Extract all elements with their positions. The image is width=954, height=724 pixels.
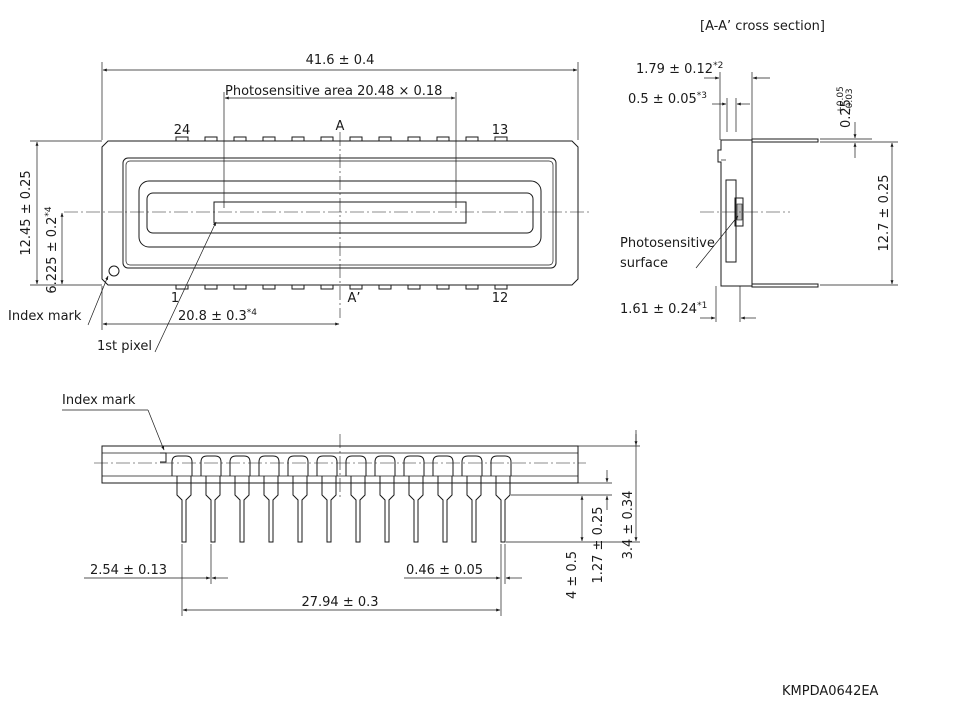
surface-label-line1: Photosensitive — [620, 236, 715, 251]
cross-dim-c-note: *1 — [697, 301, 707, 311]
cross-dim-c-label: 1.61 ± 0.24 — [620, 302, 697, 317]
side-view: Index mark — [62, 393, 640, 616]
section-title: [A-A’ cross section] — [700, 19, 825, 34]
svg-text:1.61 ± 0.24*1: 1.61 ± 0.24*1 — [620, 301, 707, 317]
cross-dim-a-label: 1.79 ± 0.12 — [636, 62, 713, 77]
lead-length-label: 4 ± 0.5 — [565, 551, 580, 599]
pin-24-label: 24 — [174, 123, 191, 138]
bottom-lead — [751, 283, 819, 288]
bottom-pins — [175, 284, 508, 290]
window-frame — [122, 157, 557, 269]
side-leads — [171, 455, 512, 543]
svg-text:20.8 ± 0.3*4: 20.8 ± 0.3*4 — [178, 308, 257, 324]
center-height-label: 6.225 ± 0.2 — [45, 217, 60, 294]
pin-13-label: 13 — [492, 123, 509, 138]
surface-label-line2: surface — [620, 256, 668, 271]
dim-127-label: 1.27 ± 0.25 — [591, 506, 606, 583]
center-width-note: *4 — [247, 308, 258, 318]
overall-height-label: 12.45 ± 0.25 — [19, 170, 34, 255]
document-id: KMPDA0642EA — [782, 684, 879, 699]
cross-dim-a-note: *2 — [713, 61, 723, 71]
top-pins — [175, 136, 508, 142]
cross-height-label: 12.7 ± 0.25 — [877, 174, 892, 251]
lead-thickness-minus: -0.03 — [845, 88, 855, 111]
cross-dim-b-note: *3 — [697, 91, 707, 101]
top-view: 41.6 ± 0.4 Photosensitive area 20.48 × 0… — [8, 53, 590, 354]
glass-window — [725, 179, 737, 263]
pin-span-label: 27.94 ± 0.3 — [301, 595, 378, 610]
lead-width-label: 0.46 ± 0.05 — [406, 563, 483, 578]
lead-thickness-base: 0.25 — [839, 99, 854, 128]
pin-12-label: 12 — [492, 291, 509, 306]
svg-text:1.79 ± 0.12*2: 1.79 ± 0.12*2 — [636, 61, 723, 77]
side-index-mark-label: Index mark — [62, 393, 136, 408]
photosensitive-area-label: Photosensitive area 20.48 × 0.18 — [225, 84, 442, 99]
section-mark-a: A — [336, 119, 345, 134]
index-mark-label: Index mark — [8, 309, 82, 324]
top-lead — [751, 138, 819, 143]
section-mark-a-prime: A’ — [347, 291, 360, 306]
cross-dim-b-label: 0.5 ± 0.05 — [628, 92, 697, 107]
dim-34-label: 3.4 ± 0.34 — [621, 491, 636, 560]
index-mark-circle — [108, 265, 120, 277]
lead-thickness-plus: +0.05 — [836, 86, 846, 114]
pitch-label: 2.54 ± 0.13 — [90, 563, 167, 578]
first-pixel-label: 1st pixel — [97, 339, 152, 354]
cross-section-body — [717, 139, 753, 287]
package-body — [101, 140, 579, 286]
pin-1-label: 1 — [171, 291, 179, 306]
center-width-label: 20.8 ± 0.3 — [178, 309, 247, 324]
overall-width-label: 41.6 ± 0.4 — [306, 53, 375, 68]
cross-section-view: 1.79 ± 0.12*2 0.5 ± 0.05*3 0.25 +0.05 -0… — [620, 61, 898, 322]
svg-text:0.5 ± 0.05*3: 0.5 ± 0.05*3 — [628, 91, 707, 107]
svg-text:6.225 ± 0.2*4: 6.225 ± 0.2*4 — [44, 206, 60, 294]
center-height-note: *4 — [44, 206, 54, 217]
